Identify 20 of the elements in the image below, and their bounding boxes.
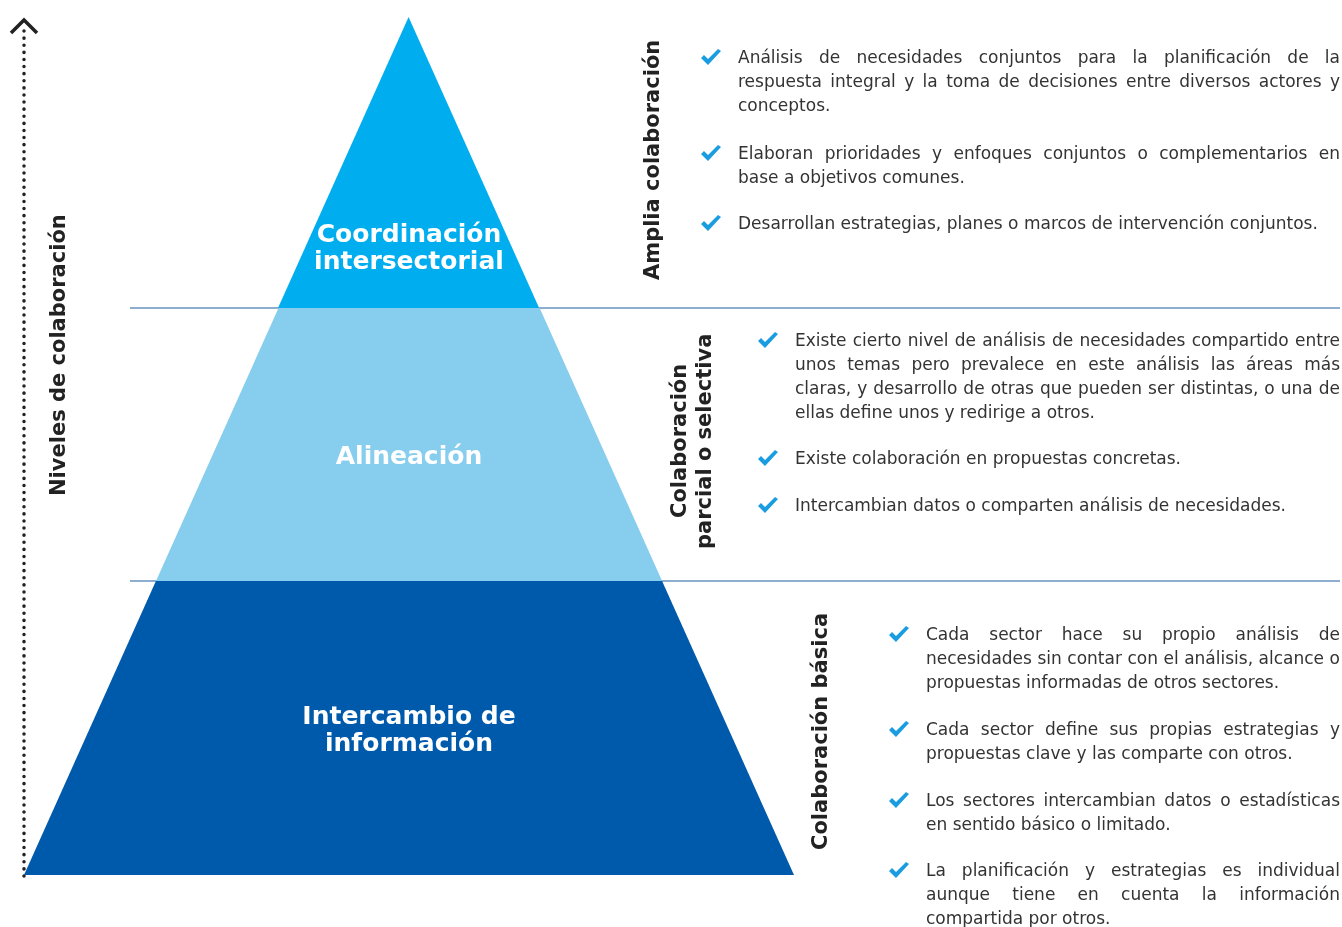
bullet-text: Desarrollan estrategias, planes o marcos de intervención conjuntos. [738, 212, 1319, 235]
level-label: Alineación [334, 442, 484, 469]
bullet-text: Cada sector define sus propias estrategias y propuestas clave y las comparte con otros. [926, 718, 1340, 765]
bullet-text: Cada sector hace su propio análisis de necesidades sin contar con el análisis, alcance o propuestas informadas de otros sectores. [926, 623, 1340, 694]
pyramid-level [278, 17, 540, 308]
level-heading: Amplia colaboración [640, 38, 665, 282]
bullet-text: La planificación y estrategias es individual aunque tiene en cuenta la información compartida por otros. [926, 859, 1340, 927]
axis-label: Niveles de colaboración [46, 213, 71, 498]
bullet-text: Intercambian datos o comparten análisis de necesidades. [795, 494, 1287, 517]
bullet-text: Existe colaboración en propuestas concretas. [795, 447, 1182, 470]
pyramid-level [155, 308, 663, 581]
bullet-text: Análisis de necesidades conjuntos para la planificación de la respuesta integral y la toma de decisiones entre diversos actores y conceptos. [738, 46, 1340, 117]
level-heading: Colaboración básica [808, 611, 833, 852]
level-label: Intercambio de información [301, 702, 517, 756]
bullet-text: Elaboran prioridades y enfoques conjuntos o complementarios en base a objetivos comunes. [738, 142, 1340, 189]
bullet-text: Existe cierto nivel de análisis de necesidades compartido entre unos temas pero prevalece en este análisis las áreas más claras, y desarrollo de otras que pueden ser distintas, o una de ellas define unos y redirige a otros. [795, 329, 1340, 424]
level-label: Coordinación intersectorial [313, 220, 505, 274]
bullet-text: Los sectores intercambian datos o estadísticas en sentido básico o limitado. [926, 789, 1340, 836]
pyramid-level [24, 581, 794, 875]
level-heading: Colaboración parcial o selectiva [667, 332, 717, 551]
